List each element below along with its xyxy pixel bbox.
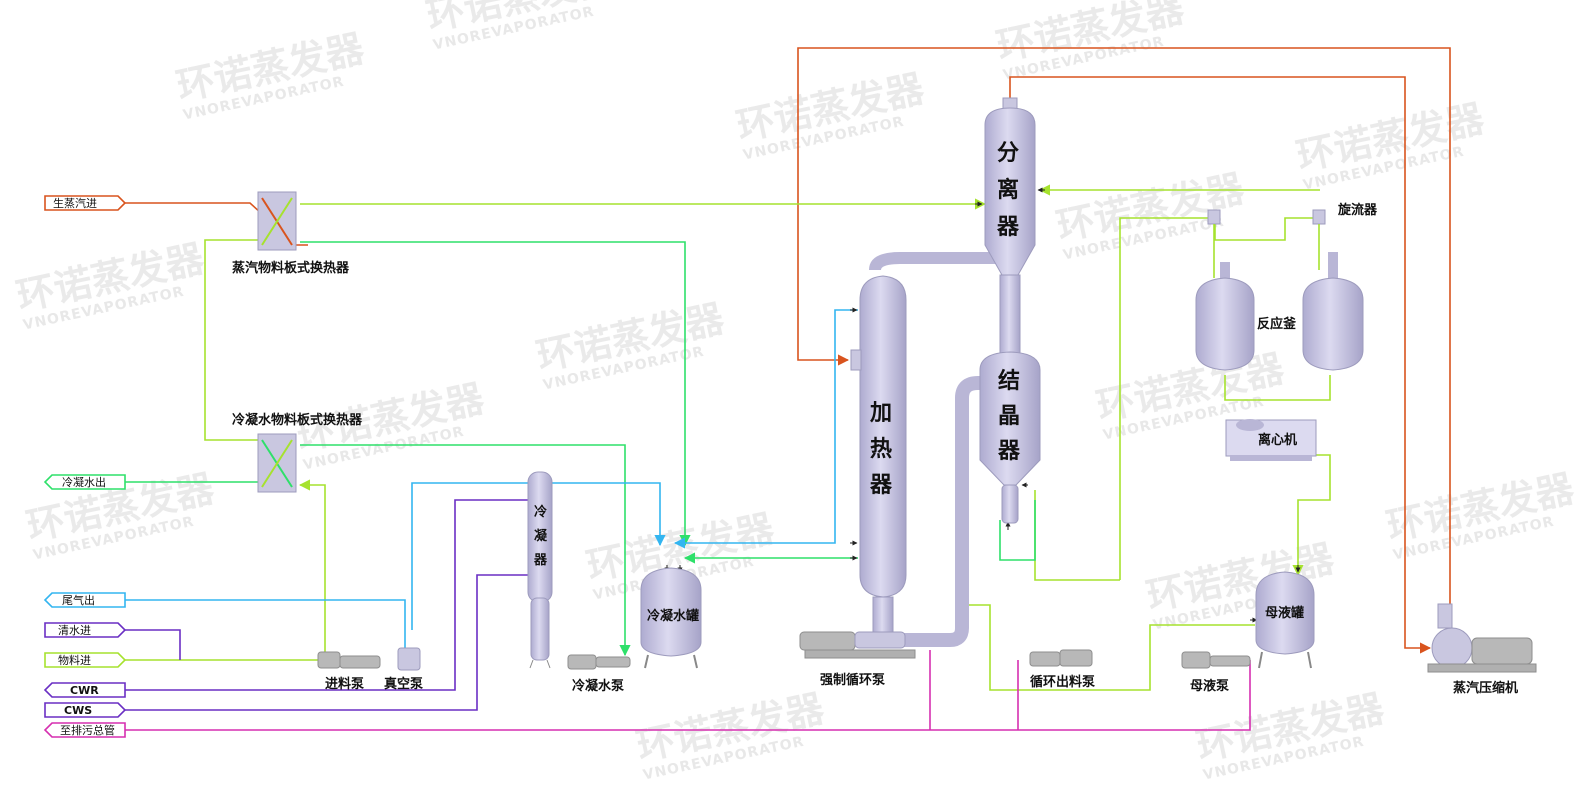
pipe-feed-up — [298, 479, 326, 655]
pipe-feed-hx-link — [204, 239, 258, 441]
pipe-cwr — [125, 499, 530, 691]
condenser: 冷 凝 器 — [527, 471, 553, 669]
pipe-drain — [125, 660, 1251, 731]
pipe-condensate-pump — [300, 444, 631, 657]
feed-pump-label: 进料泵 — [325, 676, 364, 692]
condenser-label-1: 冷 — [534, 504, 547, 520]
circulation-pipe — [893, 376, 985, 647]
pipe-steam-compressor — [1009, 76, 1432, 654]
heater: 加 热 器 — [850, 252, 1000, 636]
tag-cwr: CWR — [43, 682, 126, 698]
pipe-mother-return — [965, 604, 1255, 691]
pipe-tail-gas — [125, 599, 406, 650]
crystallizer: 结 晶 器 — [979, 351, 1041, 524]
forced-circulation-pump: 强制循环泵 — [799, 631, 916, 688]
mother-tank-label: 母液罐 — [1265, 605, 1304, 621]
discharge-pump: 循环出料泵 — [1029, 649, 1095, 690]
tag-cws: CWS — [44, 702, 127, 718]
tag-clean-water-label: 清水进 — [58, 624, 91, 637]
tag-raw-steam-label: 生蒸汽进 — [53, 196, 97, 210]
crystallizer-label-1: 结 — [998, 368, 1020, 394]
crystallizer-label-3: 器 — [997, 439, 1021, 464]
tag-clean-water: 清水进 — [44, 622, 127, 638]
crystallizer-label-2: 晶 — [998, 404, 1020, 429]
reactor-1 — [1195, 262, 1255, 371]
condenser-label-3: 器 — [533, 553, 548, 568]
separator-label-2: 离 — [997, 177, 1019, 203]
mother-pump-label: 母液泵 — [1190, 678, 1229, 694]
pipe-cws — [125, 574, 530, 711]
tag-feed-in-label: 物料进 — [58, 653, 91, 667]
vapor-compressor: 蒸汽压缩机 — [1427, 603, 1537, 696]
pipe-condensate-hx — [300, 241, 691, 547]
pipe-layer — [125, 47, 1451, 731]
centrifuge: 离心机 — [1225, 419, 1317, 461]
discharge-pump-label: 循环出料泵 — [1030, 674, 1095, 690]
steam-hx-label: 蒸汽物料板式换热器 — [232, 260, 350, 276]
steam-plate-heat-exchanger: 蒸汽物料板式换热器 — [232, 191, 350, 276]
compressor-label: 蒸汽压缩机 — [1453, 680, 1518, 696]
pipe-crystallizer-feed — [999, 500, 1036, 561]
tag-drain: 至排污总管 — [43, 722, 126, 738]
tag-cwr-label: CWR — [70, 684, 99, 697]
circ-pump-label: 强制循环泵 — [820, 672, 885, 688]
separator: 分 离 器 — [984, 97, 1036, 356]
tag-raw-steam: 生蒸汽进 — [44, 195, 127, 211]
pipe-centrifuge-out — [1292, 454, 1331, 577]
heater-label-3: 器 — [869, 473, 893, 498]
tag-cws-label: CWS — [64, 704, 92, 717]
condensate-pump-label: 冷凝水泵 — [572, 678, 624, 694]
vacuum-pump: 真空泵 — [384, 647, 423, 692]
tag-condensate-out-label: 冷凝水出 — [62, 475, 106, 489]
tag-condensate-out: 冷凝水出 — [43, 474, 126, 490]
condensate-plate-heat-exchanger: 冷凝水物料板式换热器 — [232, 412, 363, 493]
centrifuge-label: 离心机 — [1258, 432, 1297, 448]
cyclone-1 — [1207, 209, 1221, 278]
mother-liquor-tank: 母液罐 — [1255, 571, 1315, 669]
cyclone-label: 旋流器 — [1337, 202, 1378, 218]
pipe-steam-loop-top — [797, 47, 1451, 605]
heater-label-1: 加 — [869, 401, 892, 426]
separator-label-3: 器 — [996, 215, 1020, 240]
mother-liquor-pump: 母液泵 — [1181, 651, 1251, 694]
pipe-discharge — [1034, 490, 1120, 581]
tag-feed-in: 物料进 — [44, 652, 127, 668]
condensate-tank-label: 冷凝水罐 — [647, 608, 699, 624]
pipe-reactor-link — [1224, 375, 1331, 401]
vacuum-pump-label: 真空泵 — [384, 676, 423, 692]
separator-label-1: 分 — [997, 141, 1019, 166]
condensate-pump: 冷凝水泵 — [567, 654, 631, 694]
tag-tail-gas-label: 尾气出 — [62, 593, 95, 607]
reactor-2 — [1302, 252, 1364, 371]
pipe-heater-vent — [673, 309, 858, 549]
pipe-cyclone-line — [1119, 217, 1320, 580]
cyclone-2 — [1312, 209, 1326, 270]
tag-tail-gas: 尾气出 — [43, 592, 126, 608]
pipe-vacuum — [411, 482, 530, 630]
condenser-label-2: 凝 — [534, 528, 548, 544]
heater-label-2: 热 — [870, 436, 892, 462]
condensate-hx-label: 冷凝水物料板式换热器 — [232, 412, 363, 428]
reactor-label: 反应釜 — [1257, 316, 1297, 332]
pipe-clean-water — [125, 629, 181, 660]
condensate-tank: 冷凝水罐 — [640, 567, 702, 669]
pipe-vent-condensate — [530, 482, 666, 547]
tag-drain-label: 至排污总管 — [60, 723, 115, 737]
feed-pump: 进料泵 — [317, 651, 381, 692]
